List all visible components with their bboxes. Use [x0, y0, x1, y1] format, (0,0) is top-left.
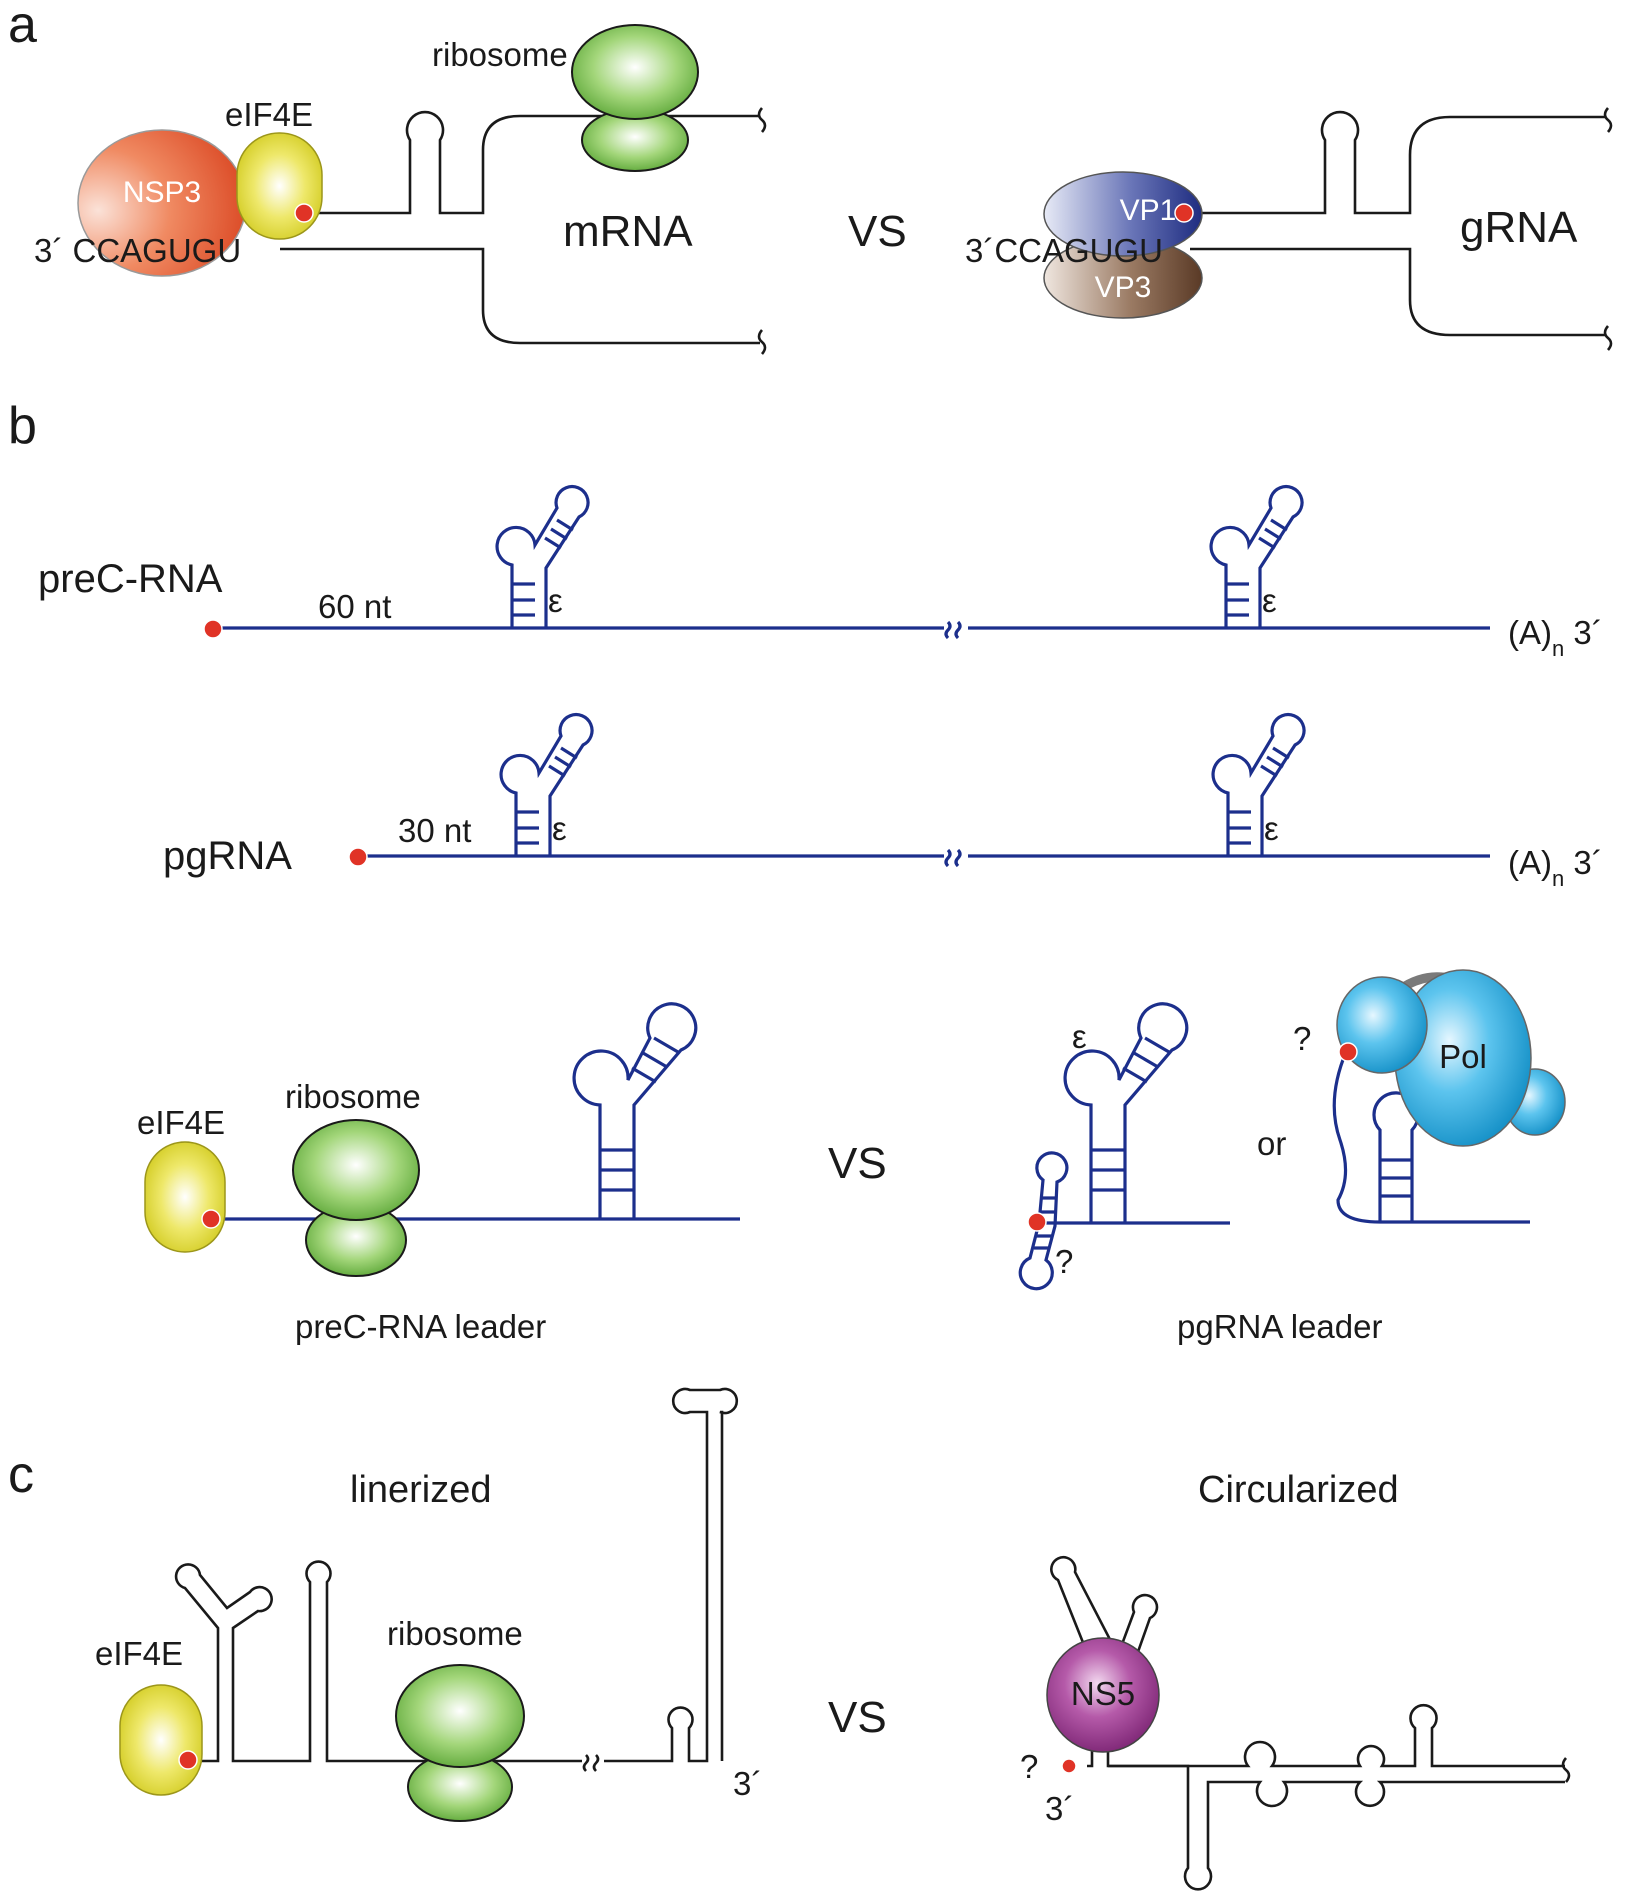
- epsilon-label: ε: [1264, 810, 1279, 847]
- vs-label-b: VS: [828, 1139, 887, 1188]
- eif4e-label: eIF4E: [137, 1104, 225, 1141]
- grna-structure: [1189, 107, 1613, 351]
- eif4e-protein: [119, 1684, 203, 1796]
- pgrna-label: pgRNA: [163, 834, 292, 878]
- break-mark-icon: [582, 1754, 600, 1772]
- ribosome-label: ribosome: [432, 36, 568, 73]
- eif4e-label: eIF4E: [225, 96, 313, 133]
- mrna-label: mRNA: [563, 207, 693, 256]
- panel-a-letter: a: [8, 0, 37, 54]
- pg-leader-structure: [1018, 1002, 1230, 1291]
- cap-dot: [201, 1209, 221, 1229]
- break-mark-icon: [1561, 1757, 1571, 1783]
- polya-tail-label: (A)n 3´: [1508, 614, 1603, 661]
- three-prime-label: 3´: [1045, 1790, 1074, 1827]
- break-mark-icon: [1603, 325, 1613, 351]
- ns5-label: NS5: [1071, 1675, 1135, 1712]
- cap-dot: [1027, 1212, 1047, 1232]
- vp1-protein: [1043, 171, 1203, 257]
- eif4e-protein: [144, 1141, 226, 1253]
- polya-tail-end: 3´: [1564, 614, 1603, 651]
- epsilon-hairpin: [495, 485, 590, 628]
- cap-dot: [348, 847, 368, 867]
- terminal-protein: [1336, 976, 1428, 1074]
- cap-dot: [1174, 203, 1194, 223]
- polya-tail-end: 3´: [1564, 844, 1603, 881]
- prec-length-label: 60 nt: [318, 588, 391, 625]
- vs-label-a: VS: [848, 207, 907, 256]
- or-label: or: [1257, 1125, 1286, 1162]
- break-mark-icon: [757, 329, 767, 355]
- polya-tail-label: (A)n 3´: [1508, 844, 1603, 891]
- polya-tail-text: (A): [1508, 614, 1552, 651]
- break-mark-icon: [944, 848, 962, 868]
- epsilon-label: ε: [548, 582, 563, 619]
- epsilon-label: ε: [1262, 582, 1277, 619]
- polya-tail-text: (A): [1508, 844, 1552, 881]
- panel-b-letter: b: [8, 397, 37, 455]
- cap-dot: [203, 619, 223, 639]
- epsilon-hairpin: [499, 713, 594, 856]
- linearized-title: linerized: [350, 1469, 492, 1511]
- mrna-structure: [280, 107, 767, 355]
- three-prime-label: 3´: [733, 1765, 762, 1802]
- ns5-protein: [1046, 1637, 1160, 1753]
- break-mark-icon: [1603, 107, 1613, 133]
- ribosome-large-subunit: [571, 24, 699, 120]
- vp3-label: VP3: [1095, 271, 1152, 304]
- nsp3-label: NSP3: [123, 176, 201, 209]
- polya-tail-subscript: n: [1552, 636, 1564, 661]
- epsilon-label: ε: [1072, 1018, 1087, 1055]
- pgrna-line: [358, 848, 1490, 868]
- cap-dot: [1061, 1758, 1077, 1774]
- question-mark: ?: [1055, 1243, 1073, 1280]
- grna-label: gRNA: [1460, 203, 1578, 252]
- epsilon-hairpin: [1211, 713, 1306, 856]
- cap-dot: [178, 1750, 198, 1770]
- vp1-label: VP1: [1120, 194, 1177, 227]
- question-mark: ?: [1293, 1020, 1311, 1057]
- pol-label: Pol: [1439, 1038, 1487, 1075]
- ribosome-large-subunit: [292, 1119, 420, 1221]
- epsilon-label: ε: [552, 810, 567, 847]
- mrna-sequence-label: 3´ CCAGUGU: [34, 232, 241, 269]
- cap-dot: [294, 203, 314, 223]
- polya-tail-subscript: n: [1552, 866, 1564, 891]
- ribosome-label: ribosome: [387, 1615, 523, 1652]
- prec-rna-label: preC-RNA: [38, 557, 223, 601]
- epsilon-hairpin: [1209, 485, 1304, 628]
- prec-leader-structure: [213, 1002, 740, 1221]
- linearized-rna: [174, 1387, 739, 1772]
- break-mark-icon: [944, 620, 962, 640]
- circularized-title: Circularized: [1198, 1469, 1399, 1511]
- ribosome-label: ribosome: [285, 1078, 421, 1115]
- ribosome-large-subunit: [395, 1664, 525, 1768]
- prec-leader-caption: preC-RNA leader: [295, 1308, 546, 1345]
- pg-leader-caption: pgRNA leader: [1177, 1308, 1382, 1345]
- grna-sequence-label: 3´CCAGUGU: [965, 232, 1163, 269]
- prec-rna-line: [213, 620, 1490, 640]
- question-mark: ?: [1020, 1748, 1038, 1785]
- cap-dot: [1338, 1042, 1358, 1062]
- panel-c-letter: c: [8, 1446, 34, 1504]
- vs-label-c: VS: [828, 1693, 887, 1742]
- eif4e-protein: [236, 132, 323, 240]
- eif4e-label: eIF4E: [95, 1635, 183, 1672]
- break-mark-icon: [757, 107, 767, 133]
- pg-length-label: 30 nt: [398, 812, 471, 849]
